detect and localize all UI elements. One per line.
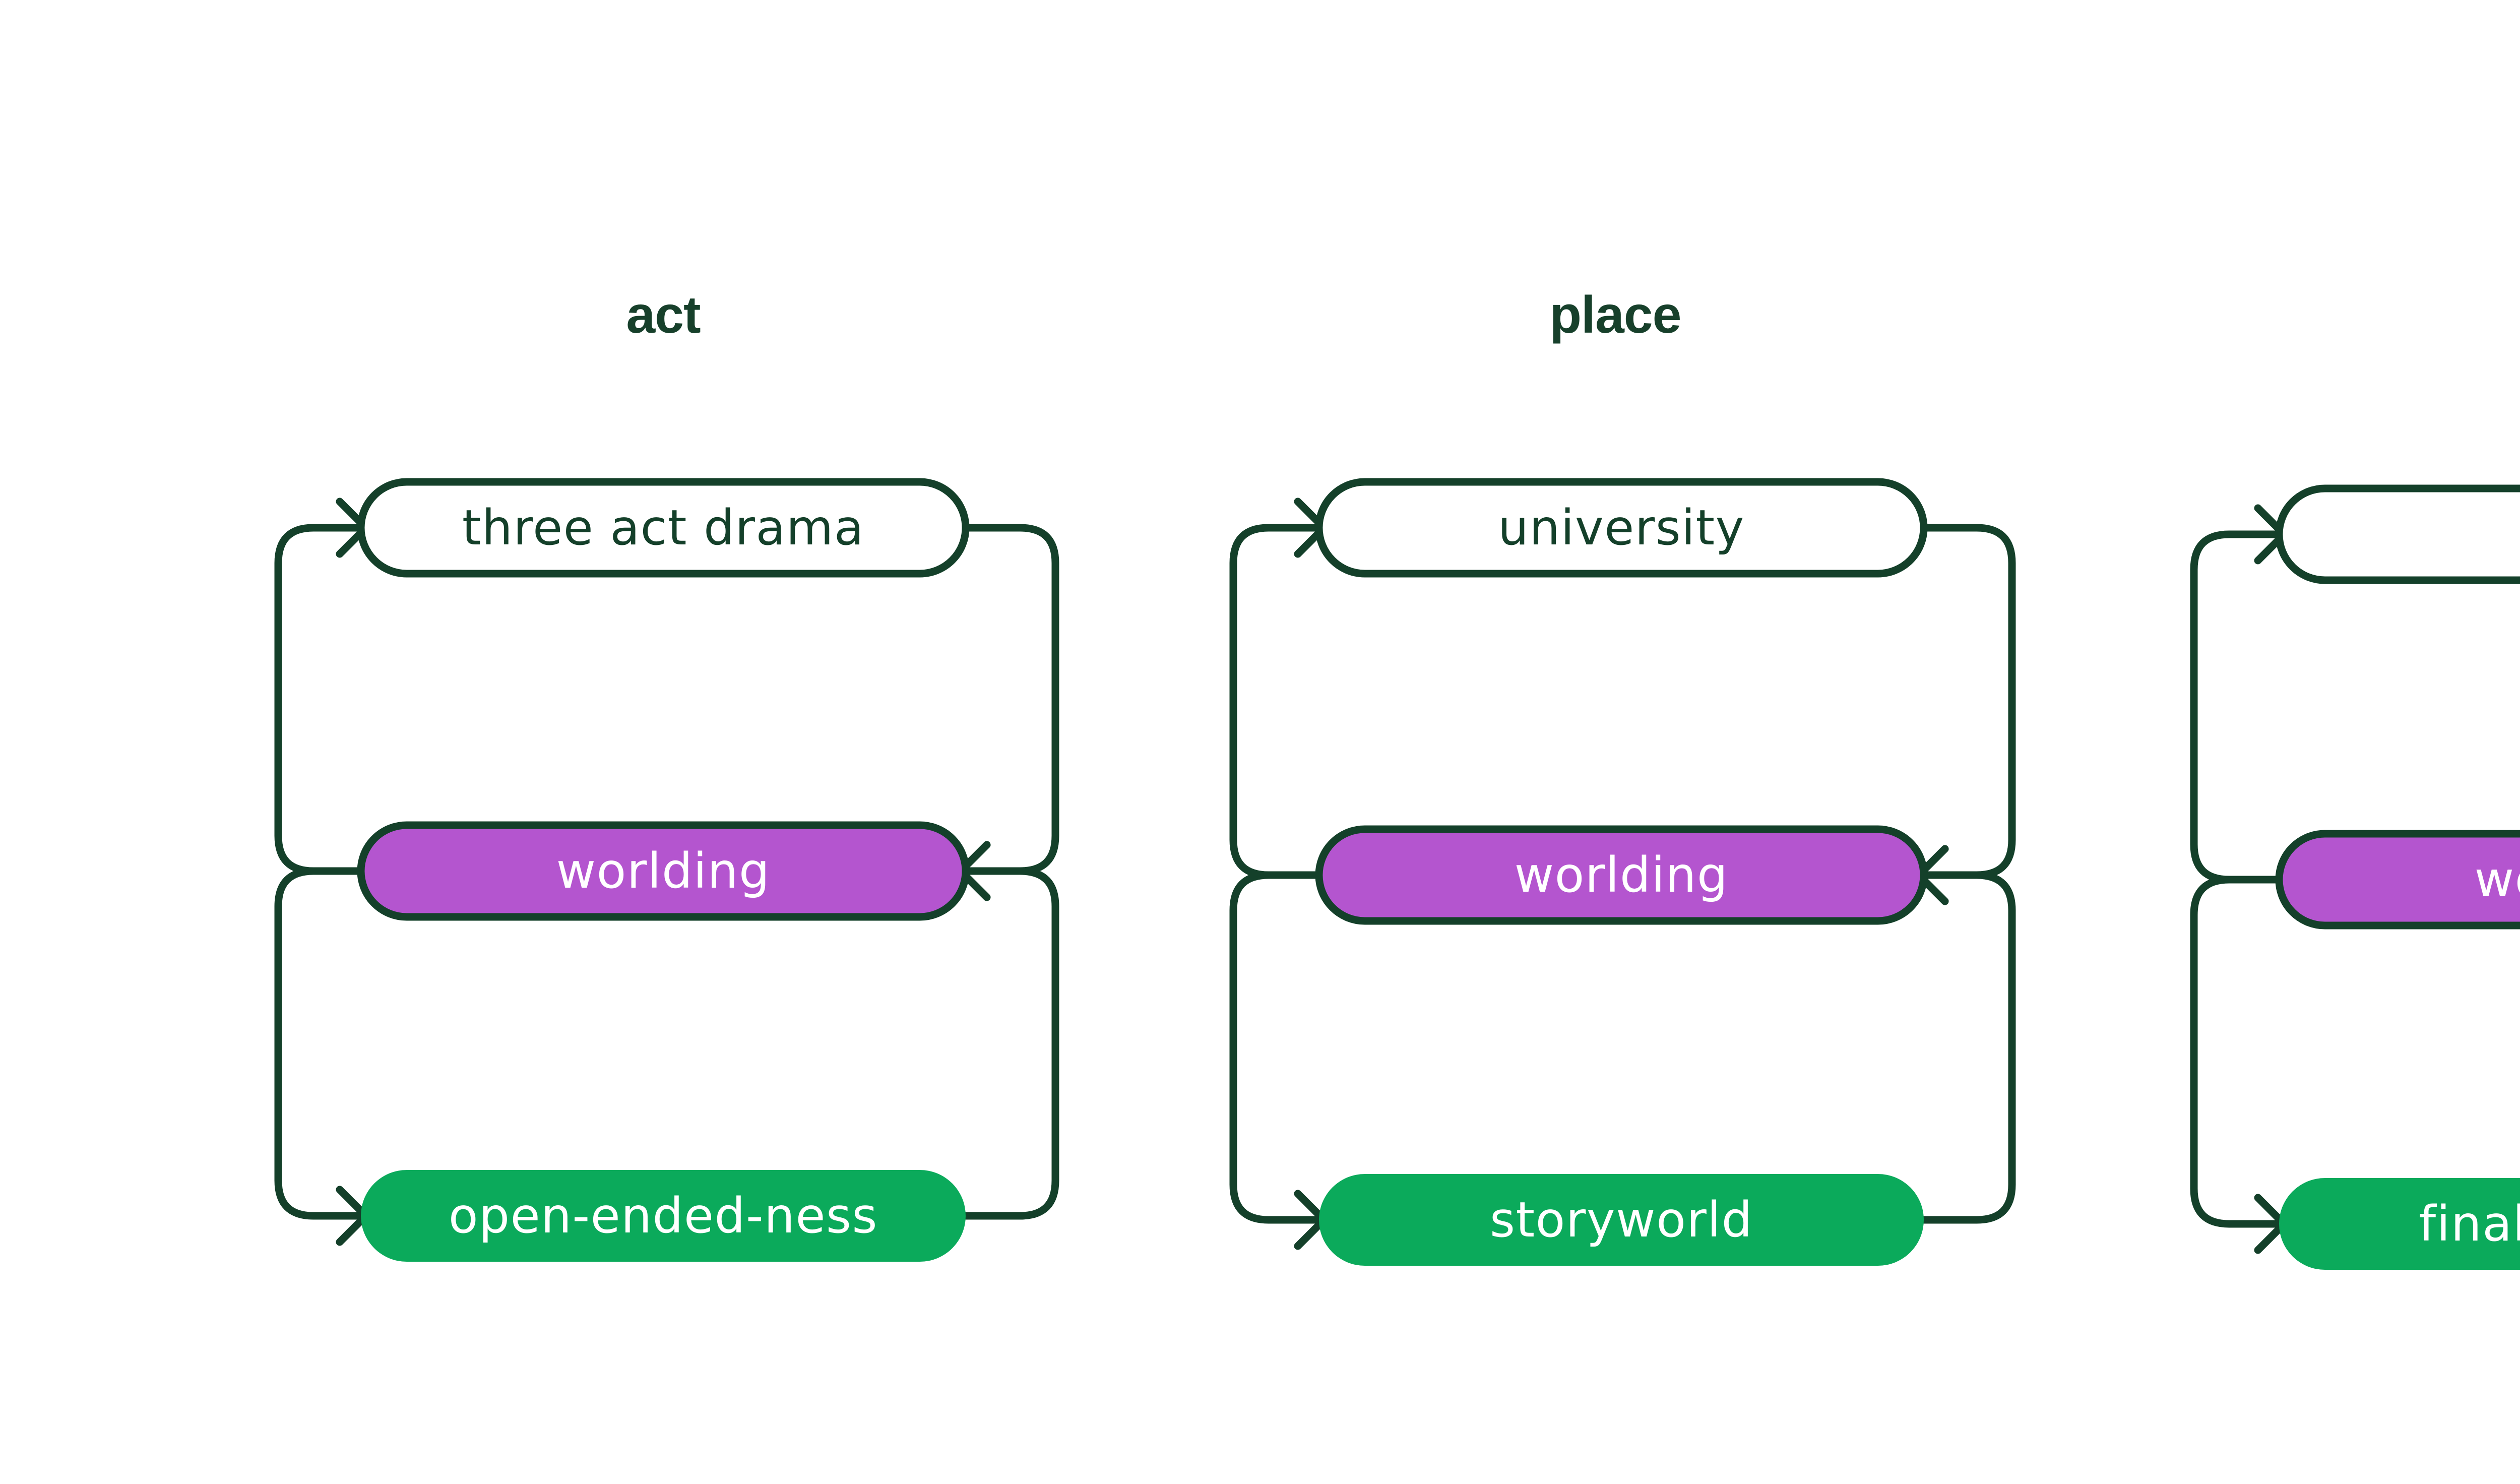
- node-label-time-middle: worlding: [2475, 851, 2520, 908]
- node-label-place-bottom: storyworld: [1490, 1192, 1753, 1248]
- column-heading-act: act: [626, 286, 701, 344]
- pill-shape-act-middle: [357, 821, 970, 921]
- pill-shape-act-top: [357, 478, 970, 578]
- node-time-middle[interactable]: worlding: [2275, 830, 2520, 930]
- node-place-bottom[interactable]: storyworld: [1319, 1174, 1924, 1266]
- node-label-act-middle: worlding: [556, 843, 771, 899]
- node-label-act-top: three act drama: [462, 500, 864, 556]
- edge-place-middle-to-top: [1229, 524, 1323, 879]
- node-place-middle[interactable]: worlding: [1315, 825, 1928, 925]
- edge-act-top-to-middle: [962, 524, 1059, 875]
- node-act-middle[interactable]: worlding: [357, 821, 970, 921]
- pill-shape-time-top: [2275, 484, 2520, 584]
- edge-place-bottom-to-middle: [1920, 871, 2016, 1224]
- node-act-top[interactable]: three act drama: [357, 478, 970, 578]
- column-heading-place: place: [1550, 286, 1681, 344]
- edge-place-middle-to-bottom: [1229, 871, 1323, 1224]
- node-act-bottom[interactable]: open-ended-ness: [361, 1170, 966, 1262]
- edge-act-bottom-to-middle: [962, 867, 1059, 1220]
- edge-time-middle-to-bottom: [2190, 876, 2283, 1228]
- edge-place-top-to-middle: [1920, 524, 2016, 879]
- pill-shape-time-bottom: [2279, 1178, 2520, 1270]
- pill-shape-place-middle: [1315, 825, 1928, 925]
- column-place: place university worlding storyworld: [1229, 286, 2016, 1266]
- node-label-time-bottom: final seminar: [2419, 1196, 2520, 1252]
- column-act: act three act drama worlding open-ended-nes…: [274, 286, 1059, 1262]
- pill-shape-place-top: [1315, 478, 1928, 578]
- pill-shape-act-bottom: [361, 1170, 966, 1262]
- pill-shape-time-middle: [2275, 830, 2520, 930]
- edge-act-middle-to-top: [274, 524, 365, 875]
- node-time-top[interactable]: 50%: [2275, 484, 2520, 584]
- edge-time-middle-to-top: [2190, 530, 2283, 884]
- node-label-place-top: university: [1498, 500, 1745, 556]
- edge-act-middle-to-bottom: [274, 867, 365, 1220]
- node-time-bottom[interactable]: final seminar: [2279, 1178, 2520, 1270]
- node-label-place-middle: worlding: [1515, 847, 1729, 903]
- node-place-top[interactable]: university: [1315, 478, 1928, 578]
- pill-shape-place-bottom: [1319, 1174, 1924, 1266]
- node-label-act-bottom: open-ended-ness: [449, 1188, 878, 1244]
- column-time: time50%worldingfinal seminar: [2190, 484, 2520, 1270]
